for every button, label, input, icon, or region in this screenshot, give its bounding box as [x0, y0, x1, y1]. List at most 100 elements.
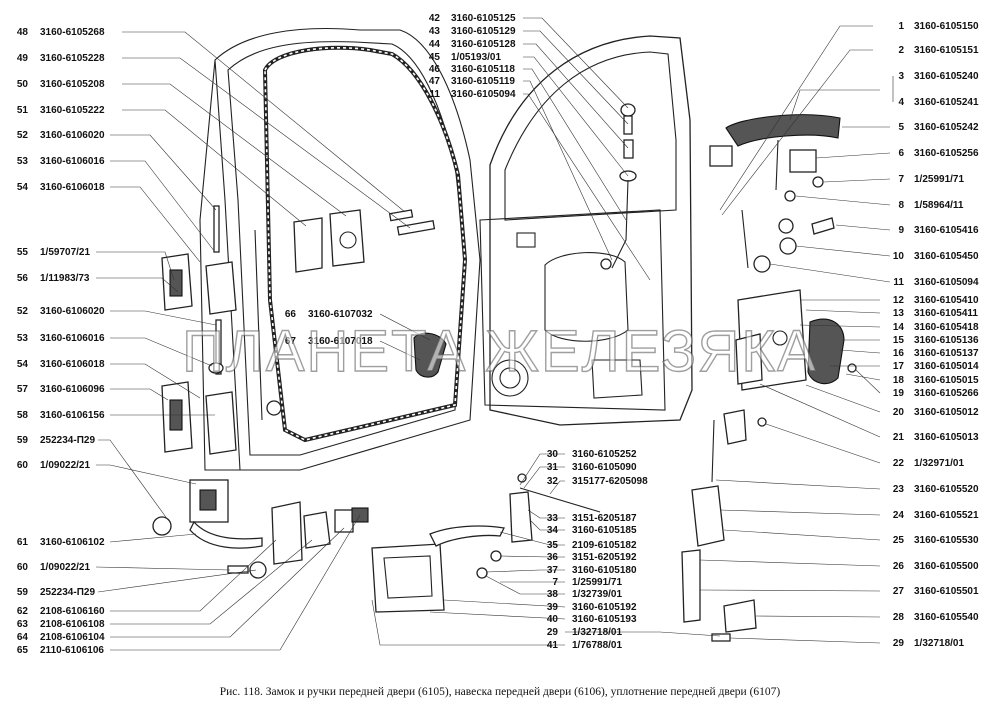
- callout-part-code: 1/59707/21: [40, 247, 90, 258]
- callout-number: 21: [893, 432, 905, 443]
- callout-part-code: 1/32718/01: [914, 638, 964, 649]
- callout-number: 29: [893, 638, 905, 649]
- callout-number: 6: [898, 148, 904, 159]
- callout-number: 52: [17, 306, 29, 317]
- callout-number: 44: [429, 39, 441, 50]
- callout-part-code: 3160-6105012: [914, 407, 979, 418]
- inner-handle-group: [371, 473, 601, 613]
- callout-number: 59: [17, 435, 29, 446]
- callout-part-code: 3160-6105015: [914, 375, 979, 386]
- callout-number: 37: [547, 565, 559, 576]
- callout-number: 18: [893, 375, 905, 386]
- callout-number: 57: [17, 384, 29, 395]
- callout-part-code: 2108-6106108: [40, 619, 105, 630]
- leader-lines: [95, 17, 894, 651]
- callout-number: 8: [898, 200, 904, 211]
- callout-number: 60: [17, 562, 29, 573]
- callout-number: 51: [17, 105, 29, 116]
- callout-part-code: 3160-6105136: [914, 335, 979, 346]
- callout-part-code: 3160-6105013: [914, 432, 979, 443]
- callout-part-code: 3160-6106016: [40, 156, 105, 167]
- callout-number: 49: [17, 53, 29, 64]
- callout-number: 23: [893, 484, 905, 495]
- callout-number: 52: [17, 130, 29, 141]
- callout-part-code: 3160-6105129: [451, 26, 516, 37]
- callout-part-code: 315177-6205098: [572, 476, 648, 487]
- callout-number: 45: [429, 52, 441, 63]
- callout-part-code: 3151-6205192: [572, 552, 637, 563]
- callout-number: 32: [547, 476, 559, 487]
- callout-number: 43: [429, 26, 441, 37]
- callout-part-code: 3160-6105241: [914, 97, 979, 108]
- callout-number: 29: [547, 627, 559, 638]
- callout-part-code: 252234-П29: [40, 587, 95, 598]
- callout-number: 9: [898, 225, 904, 236]
- callout-part-code: 3160-6105500: [914, 561, 979, 572]
- callout-number: 26: [893, 561, 905, 572]
- callout-part-code: 3160-6105222: [40, 105, 105, 116]
- callout-number: 7: [898, 174, 904, 185]
- lock-striker-group: [266, 400, 369, 565]
- callout-part-code: 3160-6105416: [914, 225, 979, 236]
- callout-part-code: 3160-6105450: [914, 251, 979, 262]
- callout-part-code: 1/32718/01: [572, 627, 622, 638]
- lower-latch-group: [681, 409, 767, 642]
- callout-part-code: 3160-6107032: [308, 309, 373, 320]
- callout-number: 12: [893, 295, 905, 306]
- callout-part-code: 1/58964/11: [914, 200, 964, 211]
- callout-number: 67: [285, 336, 297, 347]
- callout-number: 47: [429, 76, 441, 87]
- speaker-opening: [491, 359, 529, 397]
- callout-number: 48: [17, 27, 29, 38]
- callout-number: 17: [893, 361, 905, 372]
- callout-part-code: 3160-6105128: [451, 39, 516, 50]
- callout-part-code: 3160-6105208: [40, 79, 105, 90]
- callout-part-code: 1/25991/71: [572, 577, 622, 588]
- callout-part-code: 3160-6105192: [572, 602, 637, 613]
- callout-number: 65: [17, 645, 29, 656]
- callout-part-code: 1/09022/21: [40, 562, 90, 573]
- callout-part-code: 3160-6106020: [40, 130, 105, 141]
- seal-corner-piece: [413, 332, 447, 378]
- callout-number: 61: [17, 537, 29, 548]
- callout-part-code: 3160-6105520: [914, 484, 979, 495]
- callout-number: 34: [547, 525, 559, 536]
- callout-part-code: 3160-6105125: [451, 13, 516, 24]
- callout-number: 2: [898, 45, 904, 56]
- callout-part-code: 3160-6105501: [914, 586, 979, 597]
- callout-number: 11: [429, 89, 440, 100]
- callout-part-code: 3160-6105094: [451, 89, 516, 100]
- callout-part-code: 3160-6106096: [40, 384, 105, 395]
- open-door: [479, 35, 693, 426]
- callout-number: 25: [893, 535, 905, 546]
- callout-part-code: 3160-6106156: [40, 410, 105, 421]
- callout-part-code: 3160-6105118: [451, 64, 515, 75]
- callout-part-code: 2110-6106106: [40, 645, 104, 656]
- callout-number: 54: [17, 182, 29, 193]
- callout-number: 56: [17, 273, 29, 284]
- callout-part-code: 3160-6105240: [914, 71, 979, 82]
- callout-number: 58: [17, 410, 29, 421]
- callout-number: 53: [17, 156, 29, 167]
- callout-part-code: 3160-6105228: [40, 53, 105, 64]
- callout-number: 22: [893, 458, 905, 469]
- callout-part-code: 3160-6105530: [914, 535, 979, 546]
- callout-number: 30: [547, 449, 559, 460]
- callout-number: 62: [17, 606, 29, 617]
- callout-part-code: 1/32739/01: [572, 589, 622, 600]
- callout-part-code: 1/32971/01: [914, 458, 964, 469]
- hinge-upper: [161, 253, 237, 315]
- callout-part-code: 3160-6106102: [40, 537, 105, 548]
- callout-part-code: 1/11983/73: [40, 273, 90, 284]
- callout-number: 24: [893, 510, 905, 521]
- callout-part-code: 3160-6105137: [914, 348, 979, 359]
- callout-part-code: 3160-6105180: [572, 565, 637, 576]
- callout-part-code: 1/76788/01: [572, 640, 622, 651]
- callout-part-code: 2108-6106160: [40, 606, 105, 617]
- hinge-pins: [208, 205, 224, 375]
- callout-number: 46: [429, 64, 441, 75]
- callout-number: 40: [547, 614, 559, 625]
- callout-part-code: 2108-6106104: [40, 632, 105, 643]
- callout-number: 50: [17, 79, 29, 90]
